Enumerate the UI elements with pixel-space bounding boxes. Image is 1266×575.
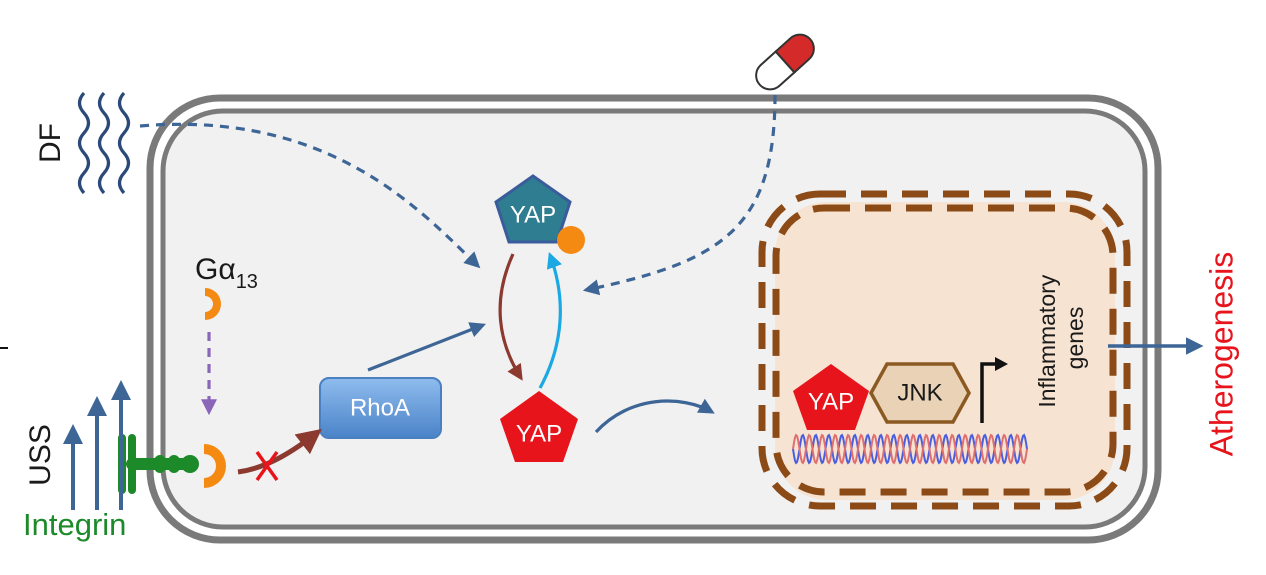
rhoa-node: RhoA xyxy=(319,377,442,439)
yap-nuclear: YAP xyxy=(793,364,869,430)
yap-nucleus-label: YAP xyxy=(808,388,854,415)
rhoa-label: RhoA xyxy=(350,394,410,421)
transcription-arrowhead-icon xyxy=(995,357,1008,371)
nucleus-fill xyxy=(775,202,1115,500)
yap-phosphorylated: YAP xyxy=(494,174,585,254)
jnk-node: JNK xyxy=(869,362,971,424)
yap-top-label: YAP xyxy=(510,201,556,228)
yap-phospho-pentagon xyxy=(494,174,572,244)
nucleus xyxy=(758,190,1131,510)
nucleus-envelope-outer xyxy=(758,190,1131,510)
integrin-label: Integrin xyxy=(23,507,126,542)
yap-active-pentagon xyxy=(500,391,578,462)
galpha-receptor-icon xyxy=(205,288,221,320)
df-wave-icon xyxy=(77,91,131,195)
dephosphorylation-arrow xyxy=(498,253,523,381)
inhibition-cross-icon xyxy=(255,450,279,482)
rhoa-to-yap-arrow xyxy=(367,322,486,372)
inflammatory-genes-label: Inflammatory genes xyxy=(1034,268,1088,407)
df-to-yap-arrow xyxy=(139,122,481,269)
jnk-hexagon xyxy=(869,362,971,424)
yap-nuclear-translocation-arrow xyxy=(594,398,715,434)
yap-nuclear-pentagon xyxy=(793,364,869,430)
inflammatory-line2: genes xyxy=(1062,307,1088,370)
df-label: DF xyxy=(34,123,67,163)
inflammatory-line1: Inflammatory xyxy=(1034,274,1060,407)
uss-label: USS xyxy=(24,424,57,486)
galpha-subscript: 13 xyxy=(236,271,258,293)
galpha-symbol: Gα xyxy=(195,253,236,286)
pill-icon xyxy=(755,33,815,91)
rhoa-box xyxy=(319,377,442,439)
drug-to-yap-arrow xyxy=(582,94,777,296)
galpha-to-rhoa-arrow xyxy=(237,428,322,475)
yap-active: YAP xyxy=(500,391,578,462)
jnk-label: JNK xyxy=(897,379,942,406)
phosphate-icon xyxy=(557,226,585,254)
atherogenesis-label: Atherogenesis xyxy=(1203,252,1239,457)
transcription-arrow-icon xyxy=(980,362,998,423)
uss-arrows xyxy=(63,380,131,510)
yap-bottom-label: YAP xyxy=(516,420,562,447)
dna-helix-icon xyxy=(792,433,1028,465)
galpha-membrane-icon xyxy=(204,444,226,488)
phosphorylation-arrow xyxy=(538,252,562,389)
galpha13-label: Gα13 xyxy=(195,253,258,293)
nucleus-envelope-inner xyxy=(772,204,1117,496)
